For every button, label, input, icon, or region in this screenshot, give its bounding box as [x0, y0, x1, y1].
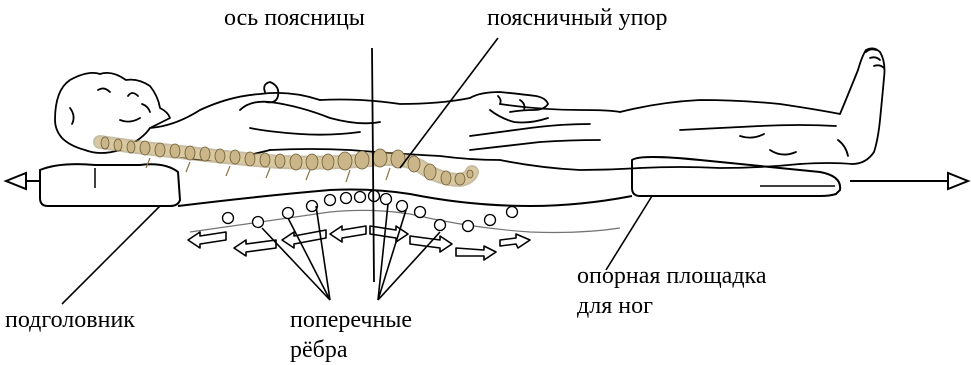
- stretch-direction-arrows: [188, 226, 530, 260]
- waist-axis-label: ось поясницы: [224, 4, 365, 32]
- transverse-ribs-label-line1: поперечные: [290, 306, 412, 334]
- lumbar-support-label: поясничный упор: [487, 4, 668, 32]
- headrest-block: [40, 164, 180, 206]
- right-traction-arrow: [850, 173, 968, 189]
- headrest-leader: [62, 206, 160, 304]
- headrest-label: подголовник: [5, 306, 135, 334]
- ribs-leaders: [262, 204, 440, 300]
- foot-platform-leader: [606, 196, 652, 270]
- foot-platform-label-line1: опорная площадка: [577, 262, 767, 290]
- transverse-ribs-label-line2: рёбра: [290, 336, 348, 364]
- waist-axis-line: [372, 48, 374, 282]
- foot-platform-label-line2: для ног: [577, 292, 653, 320]
